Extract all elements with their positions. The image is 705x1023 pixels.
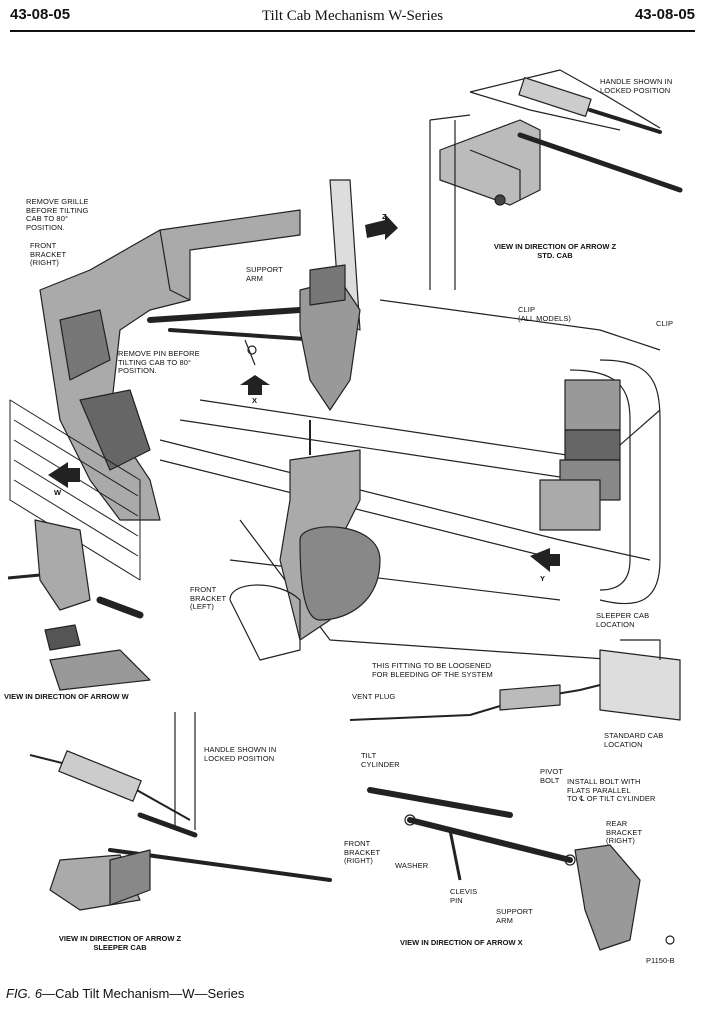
label-remove-grille: REMOVE GRILLE BEFORE TILTING CAB TO 80° … bbox=[26, 197, 89, 232]
label-tilt-cylinder: TILT CYLINDER bbox=[361, 751, 400, 769]
label-pivot-bolt: PIVOT BOLT bbox=[540, 767, 564, 785]
label-support-arm-x: SUPPORT ARM bbox=[496, 907, 533, 925]
page-number-right: 43-08-05 bbox=[634, 6, 695, 23]
arrow-label-w: W bbox=[54, 488, 62, 497]
page-number-left: 43-08-05 bbox=[10, 6, 71, 23]
label-remove-pin: REMOVE PIN BEFORE TILTING CAB TO 80° POS… bbox=[118, 349, 200, 375]
figure-number: FIG. 6 bbox=[6, 986, 43, 1001]
label-fitting-bleed: THIS FITTING TO BE LOOSENED FOR BLEEDING… bbox=[372, 661, 493, 679]
label-clip-all-models: CLIP (ALL MODELS) bbox=[518, 305, 572, 323]
label-sleeper-cab-location: SLEEPER CAB LOCATION bbox=[596, 611, 650, 629]
arrow-label-y: Y bbox=[540, 574, 546, 583]
figure-caption: FIG. 6—Cab Tilt Mechanism—W—Series bbox=[6, 986, 244, 1001]
label-front-bracket-right: FRONT BRACKET (RIGHT) bbox=[30, 241, 67, 267]
label-handle-locked-top: HANDLE SHOWN IN LOCKED POSITION bbox=[600, 77, 673, 95]
std-cab-handle-view bbox=[429, 69, 683, 290]
page-title: Tilt Cab Mechanism W-Series bbox=[261, 8, 444, 24]
label-clip: CLIP bbox=[656, 319, 674, 328]
label-clevis-pin: CLEVIS PIN bbox=[450, 887, 478, 905]
arrow-z bbox=[365, 214, 398, 240]
label-rear-bracket-right: REAR BRACKET (RIGHT) bbox=[606, 819, 643, 845]
front-bracket-left bbox=[229, 420, 381, 661]
label-install-bolt: INSTALL BOLT WITH FLATS PARALLEL TO ℄ OF… bbox=[567, 777, 656, 803]
label-support-arm: SUPPORT ARM bbox=[246, 265, 283, 283]
view-arrow-z-sleeper: VIEW IN DIRECTION OF ARROW Z SLEEPER CAB bbox=[58, 934, 182, 952]
rear-bracket-frame bbox=[539, 379, 621, 531]
support-arm-assembly bbox=[147, 264, 361, 411]
hydraulic-line-view bbox=[349, 639, 681, 721]
front-bracket-right bbox=[39, 209, 301, 521]
arrow-label-x: X bbox=[252, 396, 258, 405]
arrow-y bbox=[530, 548, 560, 572]
label-front-bracket-right-x: FRONT BRACKET (RIGHT) bbox=[344, 839, 381, 865]
arrow-w bbox=[48, 462, 80, 488]
label-handle-locked-bottom: HANDLE SHOWN IN LOCKED POSITION bbox=[204, 745, 277, 763]
view-arrow-w: VIEW IN DIRECTION OF ARROW W bbox=[4, 692, 129, 701]
label-washer: WASHER bbox=[395, 861, 429, 870]
view-arrow-x: VIEW IN DIRECTION OF ARROW X bbox=[400, 938, 523, 947]
arrow-x bbox=[240, 375, 270, 395]
figure-code: P1150-B bbox=[646, 956, 675, 965]
page-header: 43-08-05 Tilt Cab Mechanism W-Series 43-… bbox=[0, 0, 705, 34]
arrow-w-view bbox=[7, 519, 151, 691]
arrow-label-z: Z bbox=[382, 212, 387, 221]
view-arrow-z-std: VIEW IN DIRECTION OF ARROW Z STD. CAB bbox=[493, 242, 617, 260]
header-rule bbox=[10, 30, 695, 32]
arrow-x-view bbox=[367, 787, 675, 951]
label-front-bracket-left: FRONT BRACKET (LEFT) bbox=[190, 585, 227, 611]
sleeper-cab-handle-view bbox=[29, 712, 332, 911]
label-standard-cab-location: STANDARD CAB LOCATION bbox=[604, 731, 664, 749]
label-vent-plug: VENT PLUG bbox=[352, 692, 396, 701]
figure-caption-text: —Cab Tilt Mechanism—W—Series bbox=[42, 986, 245, 1001]
